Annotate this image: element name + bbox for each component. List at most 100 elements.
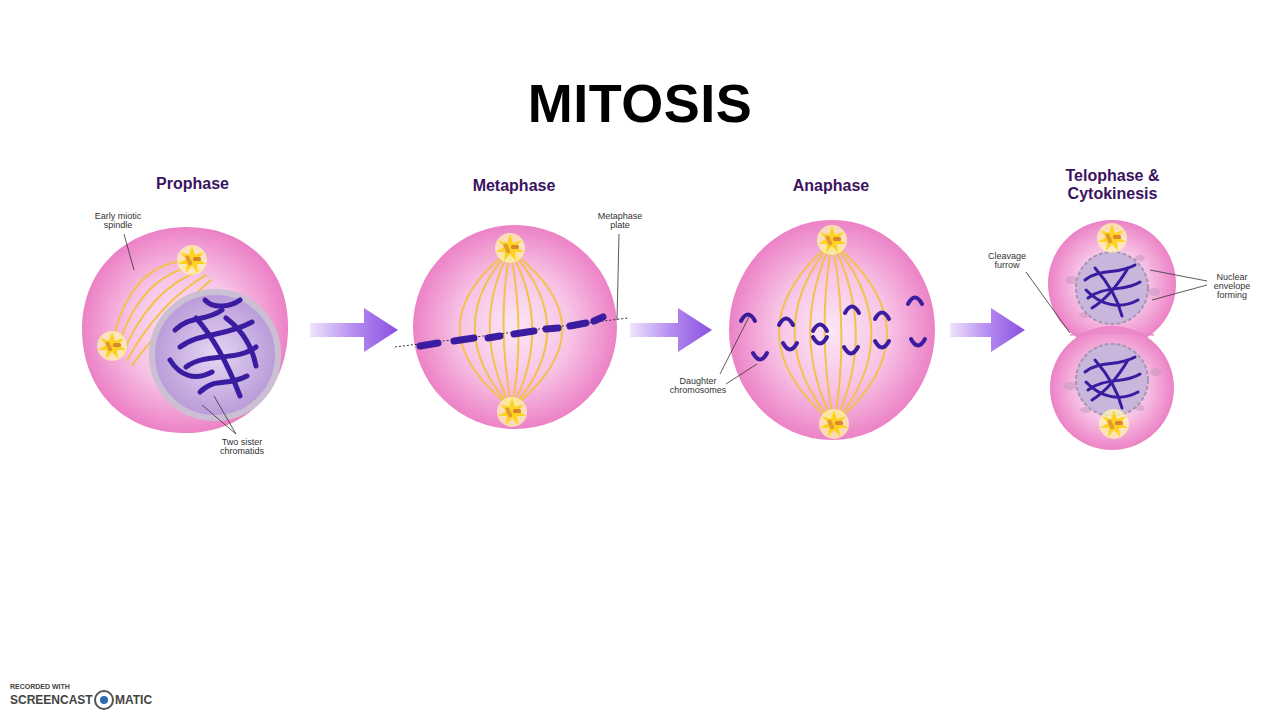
- metaphase-cell: [546, 328, 558, 329]
- anaphase-cell: [911, 339, 925, 346]
- metaphase-cell: [570, 323, 586, 326]
- prophase-cell: [200, 376, 247, 392]
- anaphase-cell: [813, 337, 827, 344]
- prophase-cell: [205, 300, 240, 306]
- telophase-cell: [1070, 333, 1154, 336]
- stage-cell: Metaphase: [398, 177, 630, 442]
- watermark-text: SCREENCAST: [10, 694, 93, 706]
- leader-lines: [214, 396, 236, 434]
- anaphase-cell: [813, 325, 827, 332]
- stage-heading: Anaphase: [712, 177, 950, 195]
- anaphase-cell: [844, 347, 858, 354]
- callout-label: Nuclear envelope forming: [1208, 273, 1256, 300]
- telophase-cell: [1092, 268, 1128, 308]
- callout-label: Daughter chromosomes: [667, 377, 729, 395]
- anaphase-cell: [832, 242, 871, 424]
- leader-lines: [1150, 270, 1207, 281]
- metaphase-cell: [503, 250, 512, 408]
- stage-heading: Metaphase: [398, 177, 630, 195]
- telophase-cell: [1092, 360, 1128, 400]
- telophase-cell: [1095, 268, 1122, 316]
- leader-lines: [617, 234, 619, 320]
- metaphase-cell: [395, 318, 628, 347]
- anaphase-cell: [832, 242, 887, 424]
- telophase-cell: [1076, 344, 1148, 416]
- telophase-cell: [1086, 290, 1138, 305]
- prophase-cell: [97, 331, 127, 361]
- metaphase-cell: [510, 250, 519, 408]
- telophase-cell: [1099, 409, 1129, 439]
- metaphase-cell: [454, 338, 474, 341]
- metaphase-cell: [514, 331, 534, 334]
- watermark-logo: [100, 696, 108, 704]
- telophase-cell: [1050, 326, 1174, 450]
- prophase-cell: [177, 245, 207, 275]
- leader-lines: [720, 315, 750, 374]
- metaphase-cell: [594, 317, 603, 321]
- callout-label: Early miotic spindle: [88, 212, 148, 230]
- prophase-cell: [82, 227, 288, 433]
- anaphase-cell: [875, 341, 889, 348]
- anaphase-cell: [729, 220, 935, 440]
- anaphase-cell: [817, 225, 847, 255]
- telophase-cell: [1076, 252, 1148, 324]
- metaphase-cell: [497, 397, 527, 427]
- telophase-cell: [1135, 255, 1145, 261]
- anaphase-cell: [810, 242, 834, 424]
- stage-heading: Prophase: [75, 175, 310, 193]
- callout-label: Two sister chromatids: [214, 438, 270, 456]
- leader-lines: [202, 405, 236, 434]
- anaphase-cell: [908, 298, 922, 305]
- prophase-cell: [82, 227, 288, 433]
- anaphase-cell: [832, 242, 841, 424]
- telophase-cell: [1148, 288, 1160, 296]
- telophase-cell: [1095, 360, 1122, 408]
- metaphase-cell: [475, 250, 512, 408]
- metaphase-cell: [413, 225, 617, 429]
- stage-cell: Telophase & Cytokinesis: [1025, 167, 1200, 452]
- prophase-cell: [170, 300, 256, 396]
- metaphase-cell: [420, 317, 603, 346]
- telophase-cell: [1150, 368, 1162, 376]
- leader-lines: [124, 234, 134, 270]
- anaphase-cell: [779, 319, 793, 326]
- stage-arrow: [630, 308, 712, 352]
- telophase-cell: [1063, 382, 1077, 390]
- metaphase-cell: [490, 250, 512, 408]
- telophase-cell: [1086, 382, 1138, 397]
- anaphase-cell: [779, 242, 834, 424]
- stage-cell: Anaphase: [712, 177, 950, 445]
- telophase-cell: [1085, 265, 1140, 408]
- anaphase-cell: [741, 298, 925, 360]
- prophase-cell: [170, 360, 212, 376]
- watermark-logo: [95, 691, 113, 709]
- watermark-text: RECORDED WITH: [10, 683, 70, 690]
- stage-heading: Telophase & Cytokinesis: [1025, 167, 1200, 203]
- telophase-cell: [1097, 223, 1127, 253]
- stage-arrow: [310, 308, 398, 352]
- stage-arrow: [950, 308, 1025, 352]
- metaphase-cell: [460, 250, 512, 408]
- metaphase-cell: [488, 336, 500, 338]
- anaphase-cell: [875, 313, 889, 320]
- metaphase-cell: [510, 250, 547, 408]
- telophase-cell: [1048, 220, 1176, 450]
- watermark-logo: [95, 691, 113, 709]
- leader-lines: [726, 364, 757, 384]
- metaphase-cell: [510, 250, 562, 408]
- callout-label: Metaphase plate: [595, 212, 645, 230]
- anaphase-cell: [741, 315, 755, 322]
- leader-lines: [124, 234, 1207, 434]
- metaphase-cell: [395, 225, 628, 429]
- anaphase-cell: [779, 242, 887, 424]
- anaphase-cell: [795, 242, 834, 424]
- prophase-cell: [226, 318, 256, 366]
- anaphase-cell: [783, 343, 797, 350]
- anaphase-cell: [753, 353, 767, 360]
- anaphase-cell: [819, 409, 849, 439]
- prophase-cell: [152, 292, 278, 418]
- anaphase-cell: [825, 242, 834, 424]
- anaphase-cell: [845, 307, 859, 314]
- metaphase-cell: [420, 343, 438, 346]
